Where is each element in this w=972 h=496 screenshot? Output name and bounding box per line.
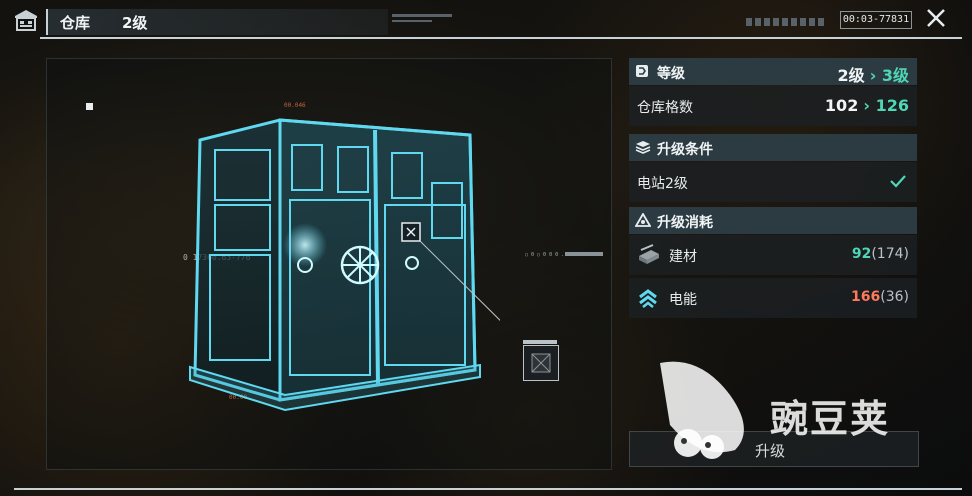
cost-name-power: 电能	[669, 292, 697, 308]
power-icon	[639, 289, 657, 308]
condition-item: 电站2级	[637, 176, 688, 192]
corner-marker	[86, 103, 93, 110]
capacity-from: 102	[824, 96, 859, 115]
capacity-change: 102 › 126	[825, 96, 909, 115]
conditions-header: 升级条件	[629, 134, 917, 161]
decor-text	[746, 18, 826, 26]
close-icon[interactable]	[926, 8, 946, 28]
level-label: 等级	[657, 66, 685, 82]
cost-row-material: 建材 92(174)	[629, 235, 917, 275]
arrow-right-icon: ›	[869, 66, 882, 85]
cost-header: 升级消耗	[629, 207, 917, 234]
cost-row-power: 电能 166(36)	[629, 278, 917, 318]
building-level: 2级	[122, 14, 148, 32]
bottom-divider	[14, 488, 962, 490]
level-icon	[636, 65, 648, 77]
coordinate-readout: 00:03-77831	[840, 11, 912, 29]
cost-name-material: 建材	[669, 249, 697, 265]
conditions-label: 升级条件	[657, 142, 713, 158]
resources-icon	[635, 213, 651, 227]
warehouse-hologram	[189, 118, 500, 412]
decor-bar	[392, 14, 452, 17]
cost-need-power: (36)	[880, 289, 909, 305]
top-readout: 00.046	[284, 102, 306, 109]
arrow-right-icon: ›	[863, 96, 876, 115]
building-material-icon	[639, 244, 659, 264]
warehouse-icon[interactable]	[14, 9, 38, 31]
level-header: 等级 2级 › 3级	[629, 58, 917, 85]
cost-amount-material: 92(174)	[852, 246, 909, 262]
level-from: 2级	[837, 66, 865, 85]
watermark-text: 豌豆荚	[770, 397, 891, 441]
condition-row: 电站2级	[629, 162, 917, 202]
level-change: 2级 › 3级	[837, 62, 909, 86]
level-to: 3级	[881, 66, 909, 85]
decor-bar	[392, 20, 432, 22]
right-readout: ○ 0 ○ 0 0 0 . 0 0	[525, 252, 577, 258]
page-title: 仓库	[60, 14, 91, 32]
cost-have-power: 166	[851, 289, 881, 305]
thumbnail-header	[523, 340, 557, 344]
capacity-to: 126	[875, 96, 909, 115]
watermark-logo	[660, 361, 744, 459]
check-icon	[890, 175, 906, 188]
cost-have-material: 92	[851, 246, 872, 262]
cost-need-material: (174)	[871, 246, 909, 262]
component-thumbnail[interactable]	[523, 345, 559, 381]
title-box	[46, 9, 388, 35]
upgrade-button-label: 升级	[755, 442, 786, 460]
cost-label: 升级消耗	[657, 215, 713, 231]
layers-icon	[635, 141, 651, 154]
capacity-label: 仓库格数	[637, 100, 693, 116]
top-bar: 仓库 2级 00:03-77831	[0, 0, 972, 42]
cost-amount-power: 166(36)	[851, 289, 909, 305]
bottom-readout: 00.00	[229, 394, 248, 401]
readout-bar	[565, 252, 603, 256]
capacity-row: 仓库格数 102 › 126	[629, 86, 917, 126]
top-divider	[40, 37, 962, 39]
